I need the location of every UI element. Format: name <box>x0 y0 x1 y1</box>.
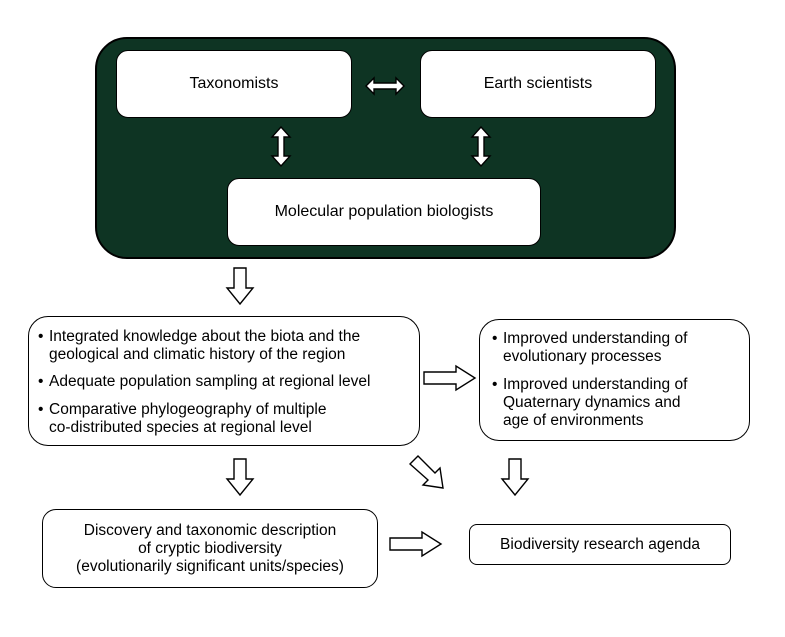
improved-line: Improved understanding of <box>503 330 688 347</box>
arrow-down-panel-icon <box>225 267 255 306</box>
arrow-right-discovery-icon <box>389 530 443 558</box>
double-arrow-vertical-right-icon <box>470 125 492 168</box>
double-arrow-horizontal-icon <box>365 76 405 96</box>
taxonomists-box: Taxonomists <box>116 50 352 118</box>
arrow-down-improved-icon <box>500 458 530 497</box>
improved-bullet-quaternary: • Improved understanding of Quaternary d… <box>492 376 687 430</box>
improved-line: Quaternary dynamics and <box>503 394 681 411</box>
earth-scientists-label: Earth scientists <box>483 75 593 92</box>
molecular-biologists-label: Molecular population biologists <box>274 203 494 220</box>
improved-line: evolutionary processes <box>503 348 662 365</box>
arrow-diagonal-agenda-icon <box>408 455 444 489</box>
arrow-down-knowledge-icon <box>225 458 255 497</box>
knowledge-line: Integrated knowledge about the biota and… <box>49 328 361 345</box>
discovery-line: (evolutionarily significant units/specie… <box>76 557 344 575</box>
knowledge-line: co-distributed species at regional level <box>49 419 312 436</box>
discovery-line: of cryptic biodiversity <box>138 539 282 557</box>
improved-understanding-box: • Improved understanding of evolutionary… <box>479 319 750 441</box>
knowledge-line: Comparative phylogeography of multiple <box>49 401 327 418</box>
knowledge-bullet-integrated: • Integrated knowledge about the biota a… <box>38 328 360 364</box>
bullet-icon: • <box>38 401 44 418</box>
double-arrow-vertical-left-icon <box>270 125 292 168</box>
knowledge-bullet-phylogeography: • Comparative phylogeography of multiple… <box>38 401 326 437</box>
discovery-box: Discovery and taxonomic description of c… <box>42 509 378 588</box>
improved-bullet-evolution: • Improved understanding of evolutionary… <box>492 330 687 366</box>
taxonomists-label: Taxonomists <box>189 75 279 92</box>
research-agenda-label: Biodiversity research agenda <box>500 535 700 553</box>
arrow-right-knowledge-icon <box>423 364 477 392</box>
knowledge-bullet-sampling: • Adequate population sampling at region… <box>38 373 370 391</box>
knowledge-box: • Integrated knowledge about the biota a… <box>28 316 420 446</box>
molecular-biologists-box: Molecular population biologists <box>227 178 541 246</box>
bullet-icon: • <box>38 328 44 345</box>
discovery-line: Discovery and taxonomic description <box>83 521 337 539</box>
earth-scientists-box: Earth scientists <box>420 50 656 118</box>
research-agenda-box: Biodiversity research agenda <box>469 524 731 565</box>
bullet-icon: • <box>492 330 498 347</box>
knowledge-line: Adequate population sampling at regional… <box>49 373 371 390</box>
improved-line: Improved understanding of <box>503 376 688 393</box>
bullet-icon: • <box>38 373 44 390</box>
bullet-icon: • <box>492 376 498 393</box>
improved-line: age of environments <box>503 412 644 429</box>
knowledge-line: geological and climatic history of the r… <box>49 346 346 363</box>
